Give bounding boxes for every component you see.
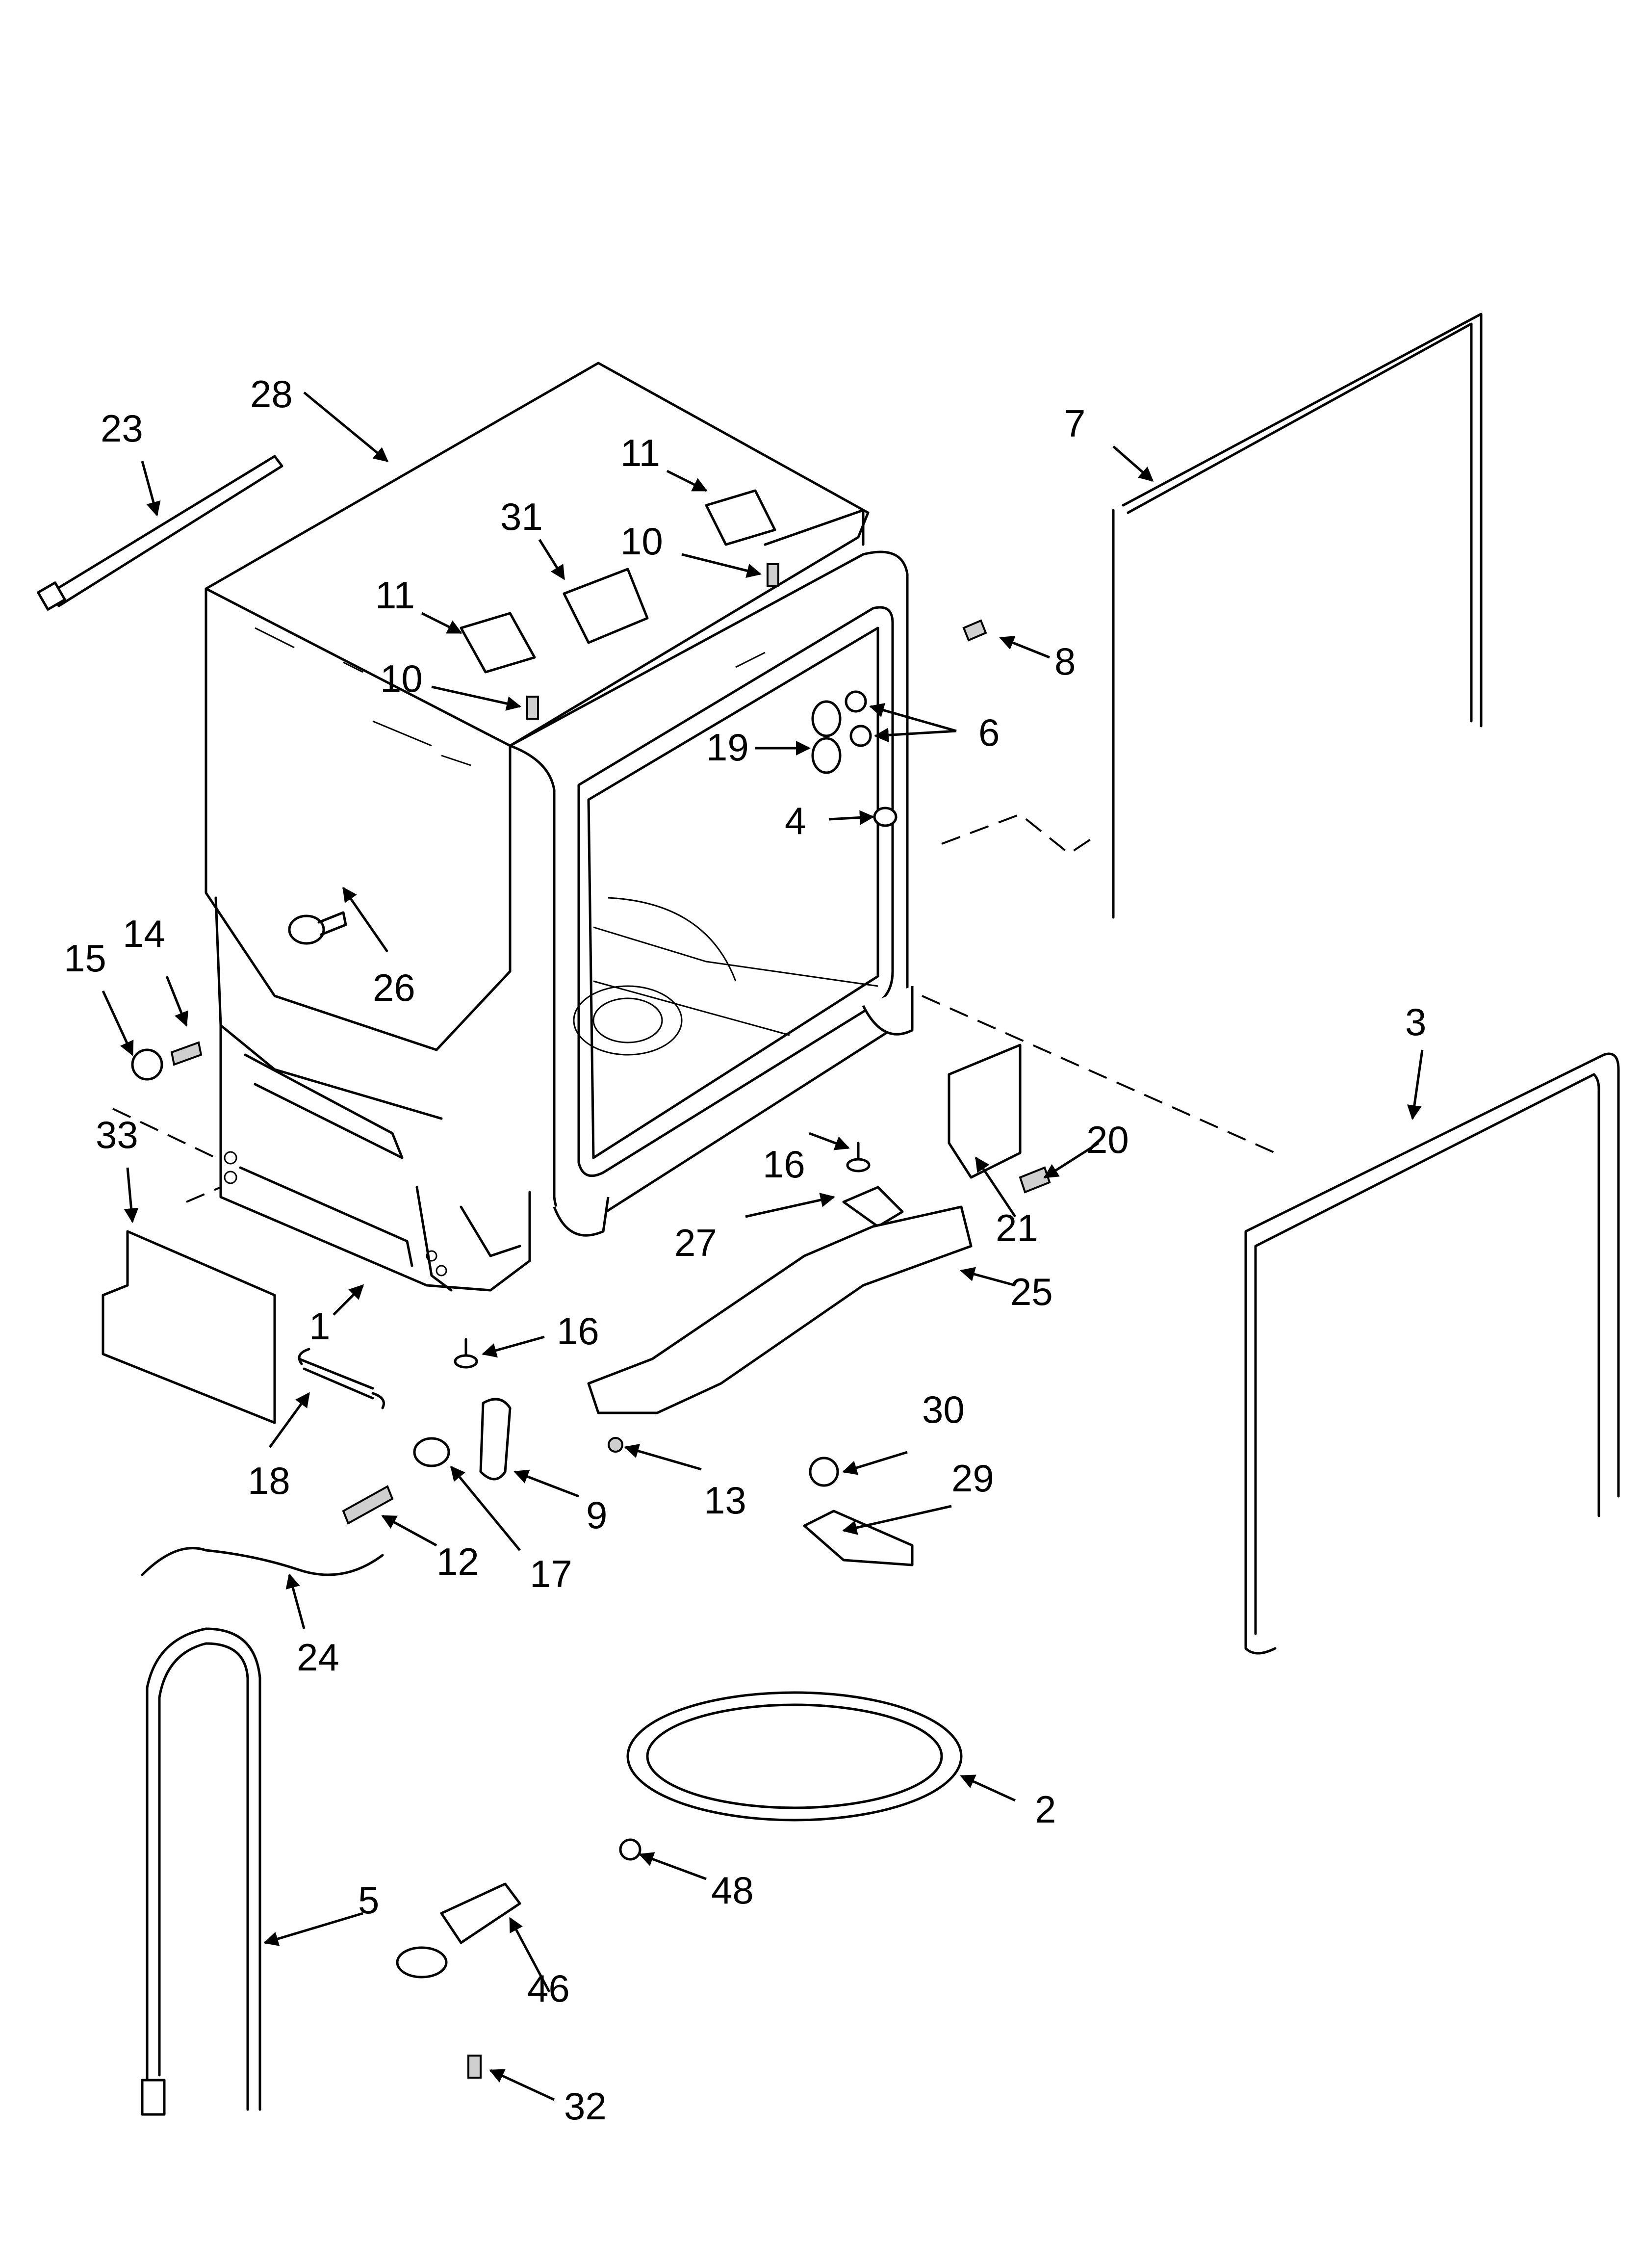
label-21: 21 bbox=[996, 1206, 1038, 1250]
label-2: 2 bbox=[1035, 1788, 1056, 1831]
part-7-gasket bbox=[1112, 313, 1483, 919]
part-48-clip bbox=[619, 1838, 641, 1861]
part-3-gasket bbox=[1244, 1052, 1620, 1655]
part-9-link bbox=[479, 1398, 512, 1481]
part-4-plug bbox=[873, 807, 898, 827]
part-30-thermostat bbox=[809, 1457, 839, 1487]
label-31: 31 bbox=[500, 495, 543, 538]
label-16-right: 16 bbox=[763, 1143, 805, 1186]
alignment-line-base bbox=[112, 1108, 216, 1159]
label-6: 6 bbox=[978, 711, 1000, 754]
part-11-bracket-b bbox=[460, 612, 536, 674]
part-13-screw bbox=[608, 1437, 623, 1453]
label-12: 12 bbox=[436, 1540, 479, 1583]
alignment-line-gasket bbox=[922, 995, 1276, 1154]
part-5-heater-end bbox=[141, 2079, 166, 2116]
part-6-washer-b bbox=[849, 725, 872, 747]
alignment-line-rear bbox=[941, 813, 1100, 855]
label-8: 8 bbox=[1054, 640, 1076, 683]
label-15: 15 bbox=[64, 937, 106, 980]
label-32: 32 bbox=[564, 2085, 607, 2128]
label-5: 5 bbox=[358, 1878, 379, 1922]
leader-lines bbox=[102, 391, 1424, 2101]
part-19-roller-a bbox=[811, 700, 842, 737]
label-13: 13 bbox=[704, 1479, 746, 1522]
part-24-wire bbox=[141, 1547, 384, 1576]
label-29: 29 bbox=[951, 1457, 994, 1500]
label-10-left: 10 bbox=[380, 657, 423, 700]
part-8-screw bbox=[962, 619, 987, 642]
alignment-line-panel bbox=[186, 1186, 221, 1203]
part-31-bracket bbox=[563, 568, 649, 644]
part-16-leveler-b bbox=[846, 1142, 871, 1173]
label-24: 24 bbox=[297, 1636, 339, 1679]
label-48: 48 bbox=[711, 1869, 754, 1912]
label-1: 1 bbox=[309, 1304, 330, 1348]
label-4: 4 bbox=[785, 799, 806, 842]
label-20: 20 bbox=[1086, 1118, 1129, 1161]
part-2-gasket-ring bbox=[626, 1691, 963, 1822]
label-46: 46 bbox=[527, 1967, 570, 2010]
tub-assembly bbox=[205, 362, 914, 1292]
label-11-left: 11 bbox=[375, 574, 415, 617]
label-3: 3 bbox=[1405, 1000, 1426, 1043]
part-10-screw-a bbox=[767, 563, 779, 587]
part-16-leveler-a bbox=[454, 1338, 478, 1369]
label-18: 18 bbox=[248, 1459, 290, 1502]
part-25-shield bbox=[587, 1205, 973, 1414]
part-27-clip bbox=[842, 1186, 904, 1228]
part-10-screw-b bbox=[526, 696, 539, 720]
part-14-screw bbox=[170, 1041, 203, 1066]
label-19: 19 bbox=[706, 726, 749, 769]
label-7: 7 bbox=[1064, 402, 1085, 445]
part-29-bracket bbox=[803, 1510, 914, 1566]
label-14: 14 bbox=[123, 912, 165, 955]
part-19-roller-b bbox=[811, 737, 842, 774]
label-9: 9 bbox=[586, 1493, 607, 1537]
part-12-bolt bbox=[342, 1485, 394, 1525]
label-28: 28 bbox=[250, 372, 293, 416]
part-18-spring bbox=[298, 1348, 385, 1409]
part-32-screw bbox=[467, 2055, 482, 2079]
label-23: 23 bbox=[101, 407, 143, 450]
part-11-bracket-a bbox=[705, 489, 776, 546]
part-20-screw bbox=[1019, 1166, 1051, 1194]
label-17: 17 bbox=[530, 1552, 572, 1595]
part-46-clamp-ring bbox=[396, 1946, 448, 1979]
part-6-washer-a bbox=[845, 690, 867, 713]
part-21-bracket bbox=[948, 1043, 1022, 1179]
label-11-top: 11 bbox=[620, 431, 660, 474]
label-27: 27 bbox=[674, 1221, 717, 1264]
label-33: 33 bbox=[96, 1113, 138, 1156]
label-26: 26 bbox=[373, 966, 415, 1009]
part-46-clamp bbox=[440, 1882, 521, 1944]
part-23-cable-tie bbox=[37, 455, 283, 611]
label-16-left: 16 bbox=[557, 1309, 599, 1353]
label-30: 30 bbox=[922, 1388, 965, 1431]
part-5-heater bbox=[146, 1627, 261, 2111]
part-15-grommet bbox=[131, 1048, 163, 1081]
label-25: 25 bbox=[1010, 1270, 1053, 1313]
label-10-top: 10 bbox=[620, 520, 663, 563]
part-17-washer bbox=[413, 1437, 450, 1467]
part-33-panel bbox=[102, 1230, 276, 1424]
part-26-fastener bbox=[288, 911, 347, 945]
